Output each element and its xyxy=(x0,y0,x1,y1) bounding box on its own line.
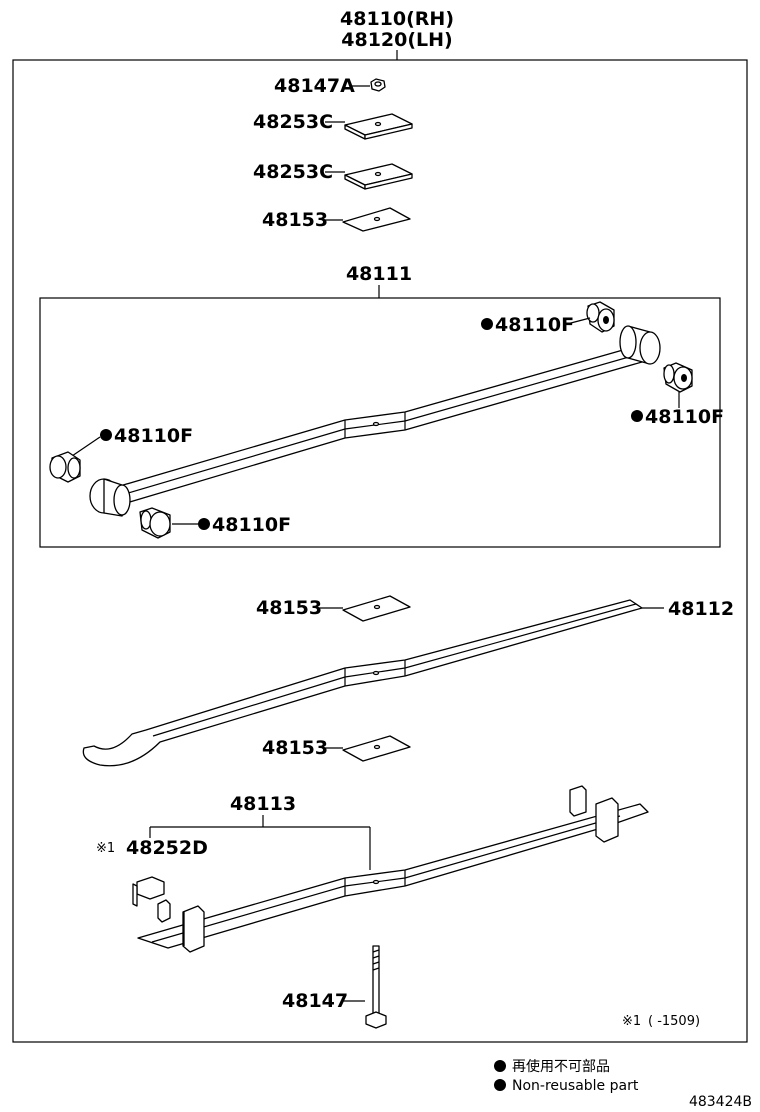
label-bushing-l[interactable]: 48110F xyxy=(114,425,193,447)
spacer-2-part[interactable] xyxy=(344,163,413,190)
label-clip[interactable]: 48252D xyxy=(126,837,208,859)
clip-part[interactable] xyxy=(132,876,165,907)
insert-mid-part[interactable] xyxy=(342,595,411,622)
label-bolt[interactable]: 48147 xyxy=(282,990,348,1012)
bushing-bl-part[interactable] xyxy=(139,507,171,539)
insert-low-part[interactable] xyxy=(342,735,411,762)
insert-top-part[interactable] xyxy=(342,207,411,232)
non-reusable-mark-l xyxy=(100,429,112,441)
footnote-range: ( -1509) xyxy=(648,1014,700,1029)
diagram-id: 483424B xyxy=(689,1094,752,1110)
legend-en: Non-reusable part xyxy=(512,1078,639,1094)
footnote-mark: ※1 xyxy=(622,1014,641,1029)
bushing-r-part[interactable] xyxy=(663,362,693,393)
legend-mark-jp xyxy=(494,1060,506,1072)
label-spacer-2[interactable]: 48253C xyxy=(253,161,333,183)
leader-bushing-tr xyxy=(566,317,591,325)
assembly-frame xyxy=(12,59,748,1043)
non-reusable-mark-r xyxy=(631,410,643,422)
label-bushing-bl[interactable]: 48110F xyxy=(212,514,291,536)
assembly-part-rh[interactable]: 48110(RH) xyxy=(340,8,454,30)
label-spacer-1[interactable]: 48253C xyxy=(253,111,333,133)
label-nut[interactable]: 48147A xyxy=(274,75,355,97)
label-insert-top[interactable]: 48153 xyxy=(262,209,328,231)
label-leaf-no3[interactable]: 48113 xyxy=(230,793,296,815)
leaf-no3-part[interactable] xyxy=(137,785,649,953)
leaf-no2-part[interactable] xyxy=(82,599,643,767)
assembly-part-lh[interactable]: 48120(LH) xyxy=(341,29,452,51)
leaf-no1-frame xyxy=(39,297,721,548)
legend-jp: 再使用不可部品 xyxy=(512,1058,610,1075)
bushing-l-part[interactable] xyxy=(49,451,81,483)
label-bushing-r[interactable]: 48110F xyxy=(645,406,724,428)
legend-mark-en xyxy=(494,1079,506,1091)
bolt-part[interactable] xyxy=(365,945,387,1029)
label-leaf-no2[interactable]: 48112 xyxy=(668,598,734,620)
non-reusable-mark-tr xyxy=(481,318,493,330)
clip-note-mark: ※1 xyxy=(96,841,115,856)
nut-part[interactable] xyxy=(370,78,386,92)
leaf-no1-part[interactable] xyxy=(89,325,661,517)
non-reusable-mark-bl xyxy=(198,518,210,530)
label-insert-mid[interactable]: 48153 xyxy=(256,597,322,619)
spacer-1-part[interactable] xyxy=(344,113,413,140)
leader-bushing-l xyxy=(71,436,101,457)
bushing-tr-part[interactable] xyxy=(586,301,615,333)
label-leaf-no1[interactable]: 48111 xyxy=(346,263,412,285)
label-insert-low[interactable]: 48153 xyxy=(262,737,328,759)
label-bushing-tr[interactable]: 48110F xyxy=(495,314,574,336)
